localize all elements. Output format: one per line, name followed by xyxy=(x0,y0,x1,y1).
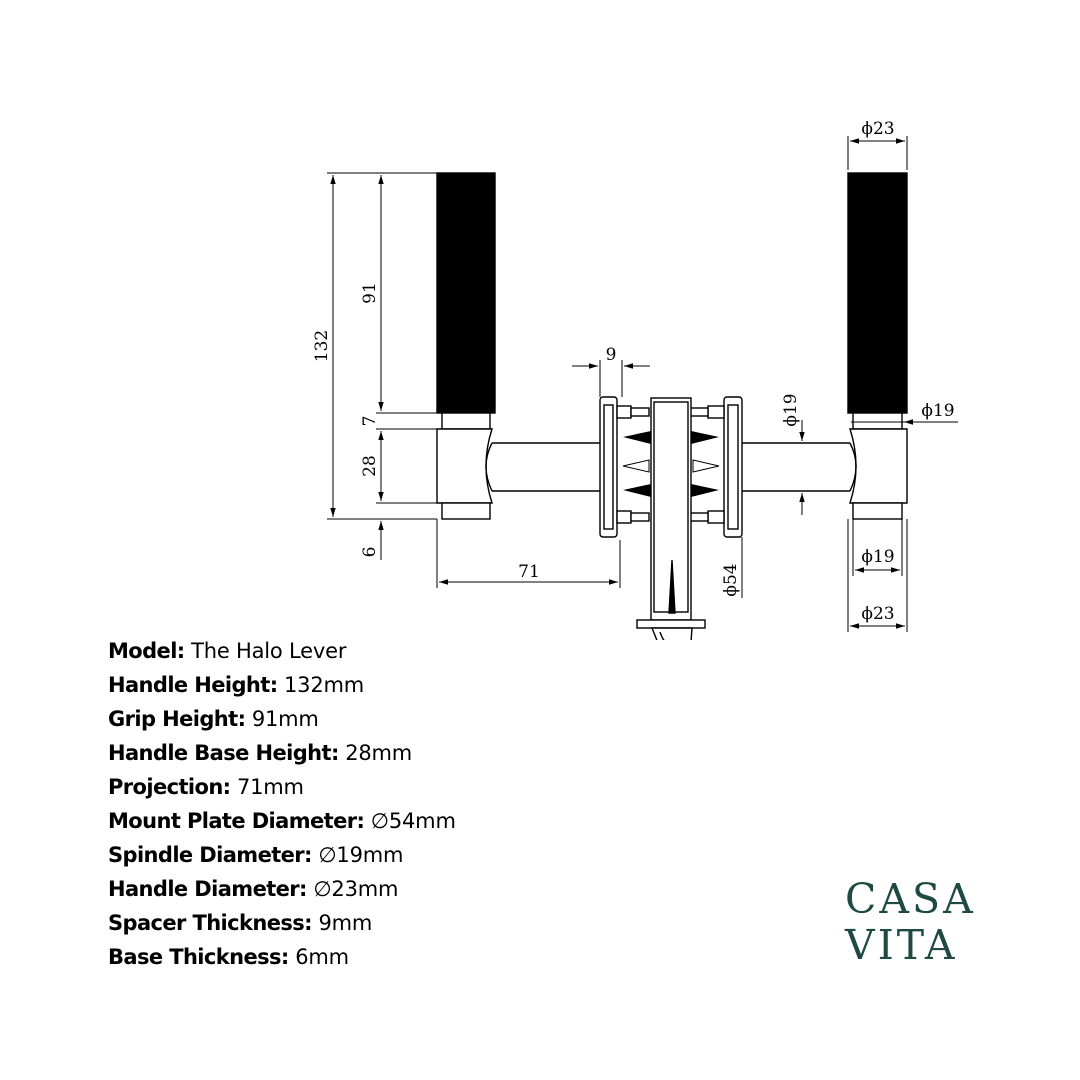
dim-projection: 71 xyxy=(518,562,540,582)
latch-tongue xyxy=(650,627,693,640)
dim-grip-height: 91 xyxy=(360,282,380,304)
thread-spikes xyxy=(622,431,720,497)
spec-list: Model: The Halo Lever Handle Height: 132… xyxy=(108,634,456,974)
spec-row-base-height: Handle Base Height: 28mm xyxy=(108,741,413,765)
spec-row-spacer: Spacer Thickness: 9mm xyxy=(108,911,373,935)
dim-total-height: 132 xyxy=(312,330,332,362)
dim-base-diameter-inner: ϕ19 xyxy=(861,547,894,567)
spec-row-model: Model: The Halo Lever xyxy=(108,639,347,663)
right-handle xyxy=(742,172,908,520)
spec-row-mount-plate: Mount Plate Diameter: ∅54mm xyxy=(108,809,456,833)
left-grip xyxy=(436,172,496,414)
spec-row-grip-height: Grip Height: 91mm xyxy=(108,707,319,731)
dim-grip-diameter: ϕ19 xyxy=(921,401,954,421)
dim-spindle-diameter: ϕ19 xyxy=(781,393,801,426)
left-base-block xyxy=(436,428,493,504)
dim-plate-diameter: ϕ54 xyxy=(721,563,741,596)
latch-plate xyxy=(636,619,706,629)
dim-base-height: 28 xyxy=(360,455,380,477)
dim-base-thickness: 6 xyxy=(360,547,380,558)
spec-row-projection: Projection: 71mm xyxy=(108,775,304,799)
spec-row-handle-height: Handle Height: 132mm xyxy=(108,673,365,697)
brand-logo: CASA VITA xyxy=(845,876,975,968)
right-base-block xyxy=(849,428,908,504)
spec-row-spindle: Spindle Diameter: ∅19mm xyxy=(108,843,404,867)
right-base-cap xyxy=(852,502,903,520)
dim-gap: 7 xyxy=(360,416,380,427)
left-base-cap xyxy=(441,502,491,520)
right-grip-collar xyxy=(852,412,903,430)
dim-handle-diameter-top: ϕ23 xyxy=(861,119,894,139)
spec-row-base-thickness: Base Thickness: 6mm xyxy=(108,945,349,969)
brand-line-2: VITA xyxy=(845,921,958,969)
left-grip-collar xyxy=(441,412,491,430)
center-assembly xyxy=(599,396,743,640)
spec-row-handle-diameter: Handle Diameter: ∅23mm xyxy=(108,877,399,901)
right-grip xyxy=(847,172,908,414)
left-handle xyxy=(436,172,600,520)
dim-base-diameter-outer: ϕ23 xyxy=(861,604,894,624)
dim-spacer: 9 xyxy=(606,345,617,365)
brand-line-1: CASA xyxy=(845,875,976,923)
technical-drawing: 132 91 7 28 6 71 9 ϕ19 ϕ54 ϕ23 ϕ19 ϕ19 ϕ… xyxy=(312,119,958,640)
